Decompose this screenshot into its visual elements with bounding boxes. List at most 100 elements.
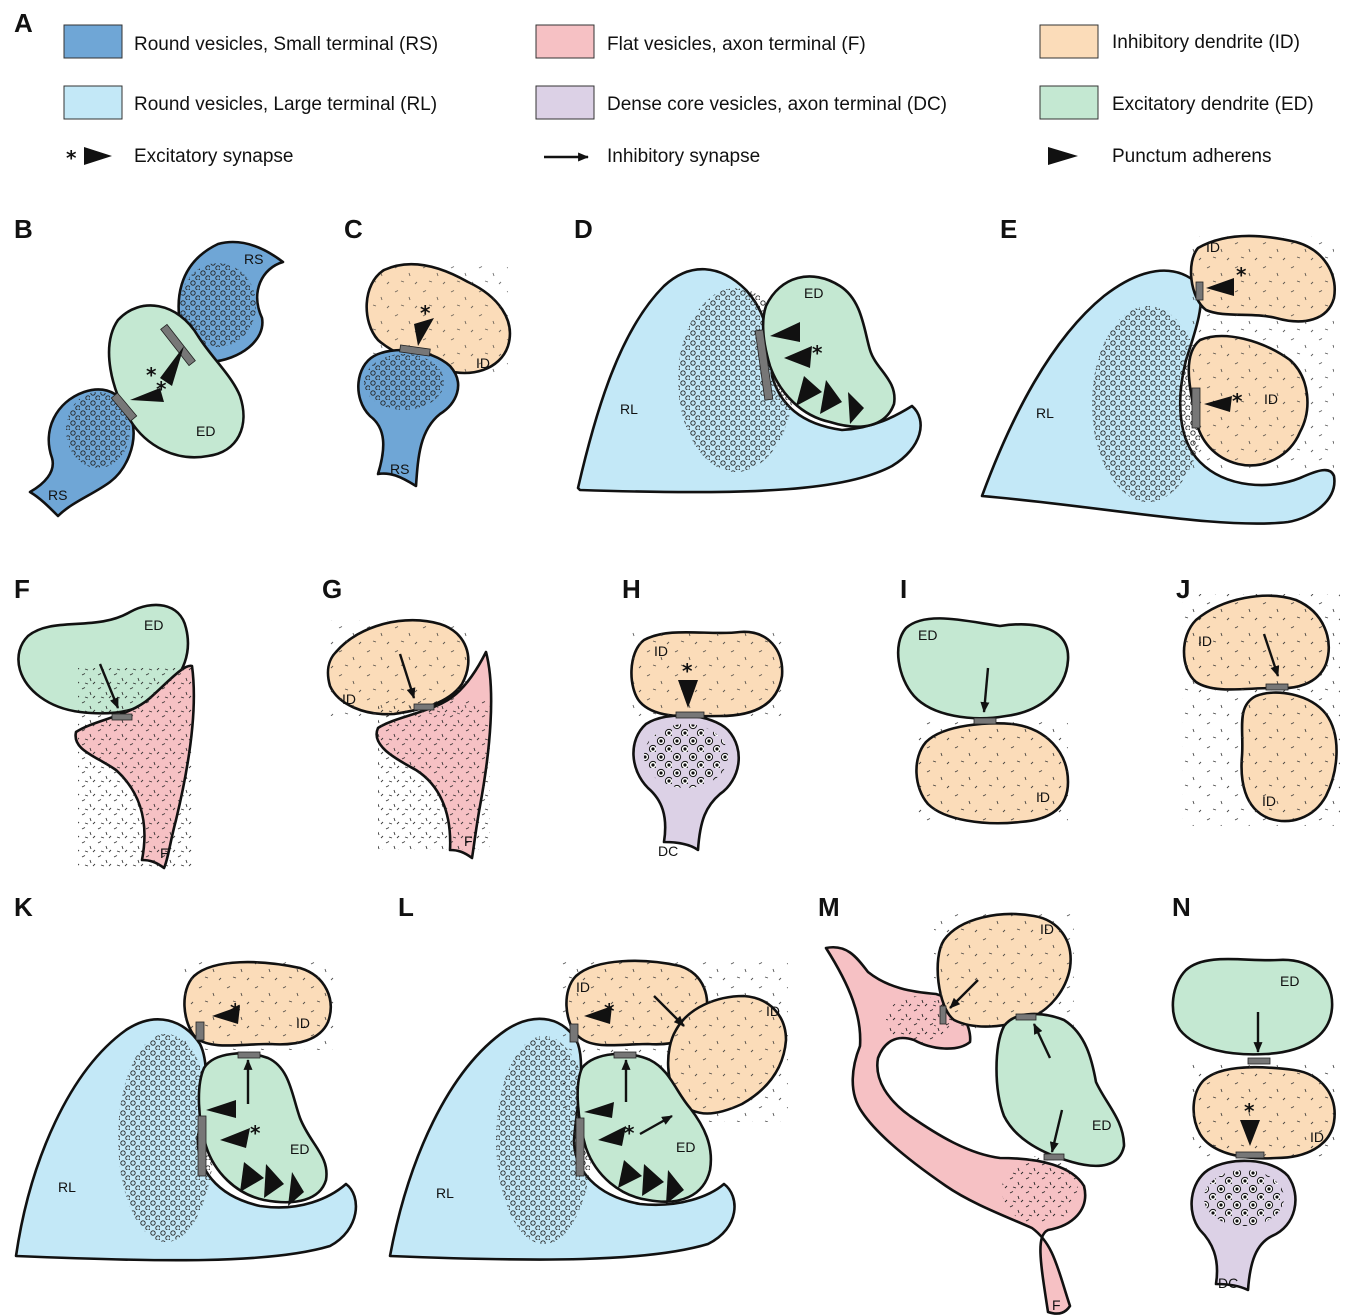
legend-label-puncta: Punctum adherens bbox=[1112, 146, 1272, 167]
label-ed: ED bbox=[1280, 973, 1299, 989]
label-ed: ED bbox=[918, 627, 937, 643]
label-ed: ED bbox=[144, 617, 163, 633]
legend-label-rs: Round vesicles, Small terminal (RS) bbox=[134, 34, 438, 55]
panel-letter-h: H bbox=[622, 574, 641, 604]
label-id-lower: ID bbox=[1264, 391, 1278, 407]
label-id-upper: ID bbox=[1206, 239, 1220, 255]
label-id: ID bbox=[296, 1015, 310, 1031]
label-id: ID bbox=[1036, 789, 1050, 805]
label-ed: ED bbox=[1092, 1117, 1111, 1133]
round-vesicle-cluster bbox=[364, 354, 444, 410]
label-f: F bbox=[160, 845, 169, 861]
label-id-upper: ID bbox=[1198, 633, 1212, 649]
legend-label-rl: Round vesicles, Large terminal (RL) bbox=[134, 94, 437, 115]
excitatory-star: * bbox=[812, 341, 823, 365]
panel-m: ID ED F bbox=[826, 912, 1124, 1314]
legend-label-dc: Dense core vesicles, axon terminal (DC) bbox=[607, 94, 947, 115]
panel-letter-d: D bbox=[574, 214, 593, 244]
legend-excitatory-arrowhead bbox=[84, 147, 112, 165]
id-vesicle-texture bbox=[1192, 236, 1334, 472]
id-vesicle-texture bbox=[184, 960, 336, 1050]
label-id: ID bbox=[1310, 1129, 1324, 1145]
legend-swatch-rl bbox=[64, 86, 122, 119]
legend-puncta-arrowhead bbox=[1048, 147, 1078, 165]
excitatory-star: * bbox=[250, 1121, 261, 1145]
label-dc: DC bbox=[1218, 1275, 1238, 1291]
label-ed: ED bbox=[290, 1141, 309, 1157]
panel-letter-f: F bbox=[14, 574, 30, 604]
excitatory-star: * bbox=[420, 301, 431, 325]
panel-letter-n: N bbox=[1172, 892, 1191, 922]
legend-label-id: Inhibitory dendrite (ID) bbox=[1112, 32, 1300, 53]
synaptic-density bbox=[1196, 282, 1203, 300]
synaptic-density bbox=[1266, 684, 1288, 690]
label-rl: RL bbox=[436, 1185, 454, 1201]
ed-dendrite bbox=[1173, 959, 1332, 1054]
panel-b: * * RS RS ED bbox=[30, 242, 283, 516]
synaptic-density bbox=[614, 1052, 636, 1058]
legend-excitatory-star: * bbox=[66, 146, 77, 170]
label-rl: RL bbox=[58, 1179, 76, 1195]
excitatory-star: * bbox=[604, 999, 615, 1023]
label-id: ID bbox=[342, 691, 356, 707]
label-id-upper: ID bbox=[576, 979, 590, 995]
id-vesicle-texture bbox=[1192, 1064, 1336, 1160]
synaptic-density bbox=[112, 714, 132, 720]
excitatory-star: * bbox=[1244, 1099, 1255, 1123]
flat-vesicle-cluster bbox=[1002, 1156, 1078, 1224]
panel-letter-m: M bbox=[818, 892, 840, 922]
synaptic-density bbox=[676, 712, 704, 718]
synaptic-density bbox=[940, 1006, 946, 1024]
flat-vesicle-cluster bbox=[78, 668, 192, 868]
panel-letter-g: G bbox=[322, 574, 342, 604]
panel-letter-l: L bbox=[398, 892, 414, 922]
legend-label-f: Flat vesicles, axon terminal (F) bbox=[607, 34, 866, 55]
synaptic-density bbox=[570, 1024, 578, 1042]
panel-l: * * ID ID ED RL bbox=[390, 958, 788, 1260]
panel-c: * ID RS bbox=[358, 264, 510, 486]
label-f: F bbox=[1052, 1297, 1061, 1313]
panel-d: * ED RL bbox=[578, 269, 921, 492]
ed-dendrite bbox=[997, 1014, 1125, 1166]
panel-h: * ID DC bbox=[631, 630, 782, 859]
legend-swatch-dc bbox=[536, 86, 594, 119]
dense-core-vesicle-cluster bbox=[1204, 1170, 1284, 1226]
label-id-right: ID bbox=[766, 1003, 780, 1019]
legend-label-ed: Excitatory dendrite (ED) bbox=[1112, 94, 1314, 115]
panel-f: ED F bbox=[18, 605, 193, 868]
label-dc: DC bbox=[658, 843, 678, 859]
panel-letter-a: A bbox=[14, 8, 33, 38]
excitatory-star: * bbox=[624, 1121, 635, 1145]
id-vesicle-texture bbox=[916, 722, 1068, 824]
synaptic-density bbox=[1192, 388, 1200, 428]
panel-letter-e: E bbox=[1000, 214, 1017, 244]
legend-swatch-f bbox=[536, 25, 594, 58]
panel-j: ID ID bbox=[1182, 594, 1340, 826]
panel-g: ID F bbox=[328, 620, 491, 858]
excitatory-star: * bbox=[156, 377, 167, 401]
synaptic-density bbox=[1248, 1058, 1270, 1064]
panel-letter-b: B bbox=[14, 214, 33, 244]
legend-swatch-ed bbox=[1040, 86, 1098, 119]
label-ed: ED bbox=[804, 285, 823, 301]
label-f: F bbox=[464, 833, 473, 849]
panel-letter-k: K bbox=[14, 892, 33, 922]
synaptic-density bbox=[1044, 1154, 1064, 1160]
id-vesicle-texture bbox=[1182, 594, 1340, 826]
flat-vesicle-cluster bbox=[378, 700, 490, 850]
panel-letter-c: C bbox=[344, 214, 363, 244]
label-ed: ED bbox=[676, 1139, 695, 1155]
label-id: ID bbox=[1040, 921, 1054, 937]
panel-i: ED ID bbox=[898, 618, 1068, 824]
label-rs-lower: RS bbox=[48, 487, 67, 503]
label-rl: RL bbox=[620, 401, 638, 417]
synaptic-density bbox=[974, 718, 996, 724]
synaptic-density bbox=[414, 704, 434, 710]
panel-letter-i: I bbox=[900, 574, 907, 604]
synaptic-density bbox=[196, 1022, 204, 1040]
panel-k: * * ID ED RL bbox=[16, 960, 356, 1260]
legend-swatch-id bbox=[1040, 25, 1098, 58]
legend-label-inhibitory: Inhibitory synapse bbox=[607, 146, 760, 167]
label-rs-upper: RS bbox=[244, 251, 263, 267]
